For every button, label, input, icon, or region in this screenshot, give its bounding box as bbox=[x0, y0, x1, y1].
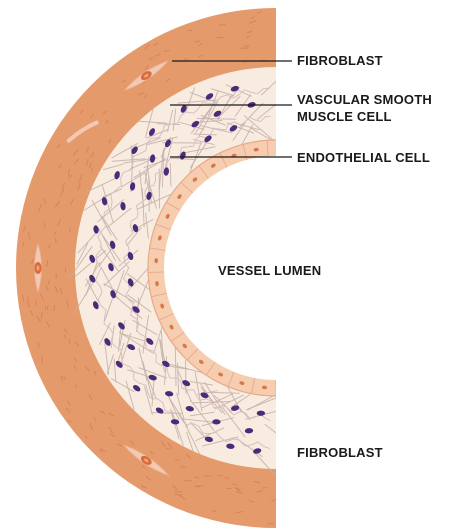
label-vsmc-line2: MUSCLE CELL bbox=[297, 108, 432, 125]
label-vessel-lumen: VESSEL LUMEN bbox=[218, 262, 321, 279]
adventitia-texture-stroke bbox=[195, 41, 199, 42]
label-vascular-smooth-muscle-cell: VASCULAR SMOOTH MUSCLE CELL bbox=[297, 91, 432, 125]
adventitia-texture-stroke bbox=[56, 238, 57, 242]
adventitia-texture-stroke bbox=[219, 25, 225, 26]
adventitia-texture-stroke bbox=[92, 168, 93, 171]
adventitia-texture-stroke bbox=[245, 46, 250, 47]
adventitia-texture-stroke bbox=[246, 36, 249, 37]
label-endothelial-cell: ENDOTHELIAL CELL bbox=[297, 149, 430, 166]
endothelial-cell-border bbox=[148, 272, 164, 273]
label-fibroblast-bottom: FIBROBLAST bbox=[297, 444, 383, 461]
fibroblast-nucleolus bbox=[37, 265, 40, 270]
adventitia-texture-stroke bbox=[47, 306, 48, 309]
smooth-muscle-nucleus bbox=[257, 411, 265, 416]
adventitia-texture-stroke bbox=[78, 187, 79, 190]
label-fibroblast-top: FIBROBLAST bbox=[297, 52, 383, 69]
label-vsmc-line1: VASCULAR SMOOTH bbox=[297, 91, 432, 108]
adventitia-texture-stroke bbox=[164, 51, 169, 52]
smooth-muscle-fiber bbox=[175, 346, 176, 385]
